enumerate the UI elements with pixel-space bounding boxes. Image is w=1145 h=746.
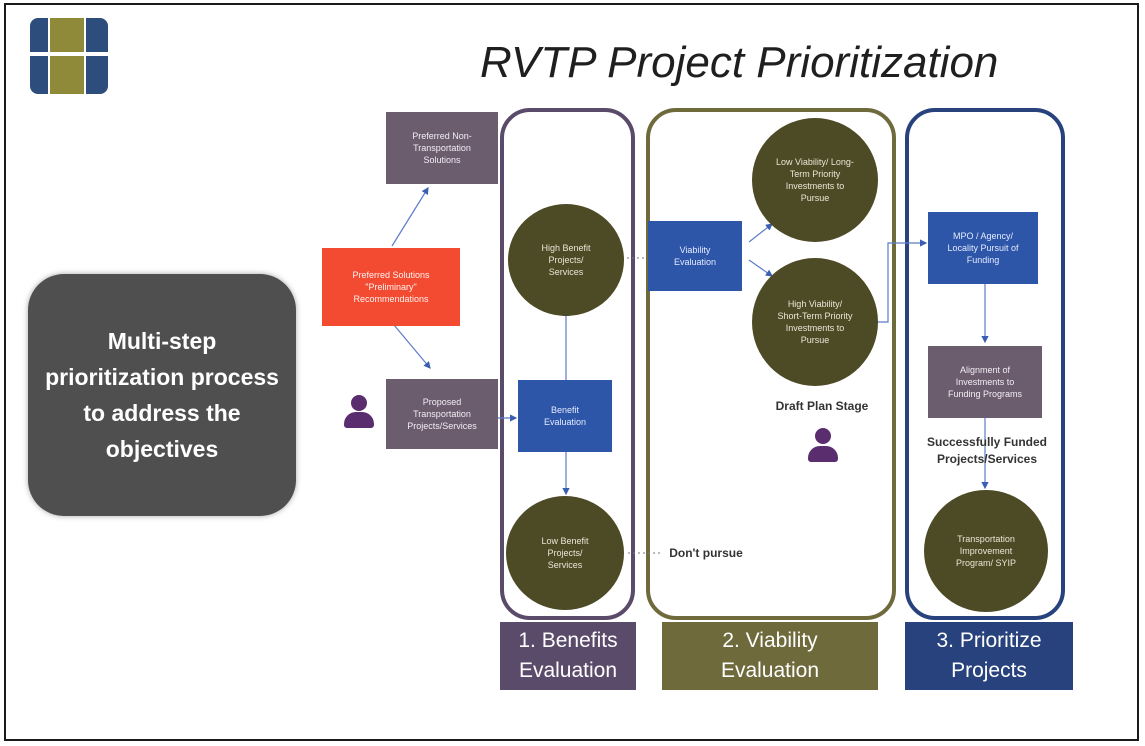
- person-icon: [806, 428, 840, 464]
- low-viability-circle: Low Viability/ Long-Term Priority Invest…: [752, 118, 878, 242]
- tip-circle: Transportation Improvement Program/ SYIP: [924, 490, 1048, 612]
- preferred-non-transportation-box: Preferred Non-Transportation Solutions: [386, 112, 498, 184]
- stage-label-viability: 2. Viability Evaluation: [662, 622, 878, 690]
- page-title: RVTP Project Prioritization: [480, 38, 999, 87]
- alignment-box: Alignment of Investments to Funding Prog…: [928, 346, 1042, 418]
- person-icon: [342, 395, 376, 429]
- dont-pursue-label: Don't pursue: [669, 546, 743, 560]
- high-benefit-circle: High Benefit Projects/ Services: [508, 204, 624, 316]
- low-benefit-circle: Low Benefit Projects/ Services: [506, 496, 624, 610]
- slide-frame: [4, 3, 1139, 741]
- draft-plan-stage-label: Draft Plan Stage: [775, 399, 869, 413]
- stage-label-benefits: 1. Benefits Evaluation: [500, 622, 636, 690]
- viability-evaluation-box: Viability Evaluation: [648, 221, 742, 291]
- logo: [30, 18, 108, 94]
- high-viability-circle: High Viability/ Short-Term Priority Inve…: [752, 258, 878, 386]
- objective-callout: Multi-step prioritization process to add…: [28, 274, 296, 516]
- proposed-transportation-box: Proposed Transportation Projects/Service…: [386, 379, 498, 449]
- benefit-evaluation-box: Benefit Evaluation: [518, 380, 612, 452]
- mpo-agency-box: MPO / Agency/ Locality Pursuit of Fundin…: [928, 212, 1038, 284]
- stage-label-prioritize: 3. Prioritize Projects: [905, 622, 1073, 690]
- preferred-solutions-box: Preferred Solutions "Preliminary" Recomm…: [322, 248, 460, 326]
- successfully-funded-label: Successfully Funded Projects/Services: [926, 435, 1048, 466]
